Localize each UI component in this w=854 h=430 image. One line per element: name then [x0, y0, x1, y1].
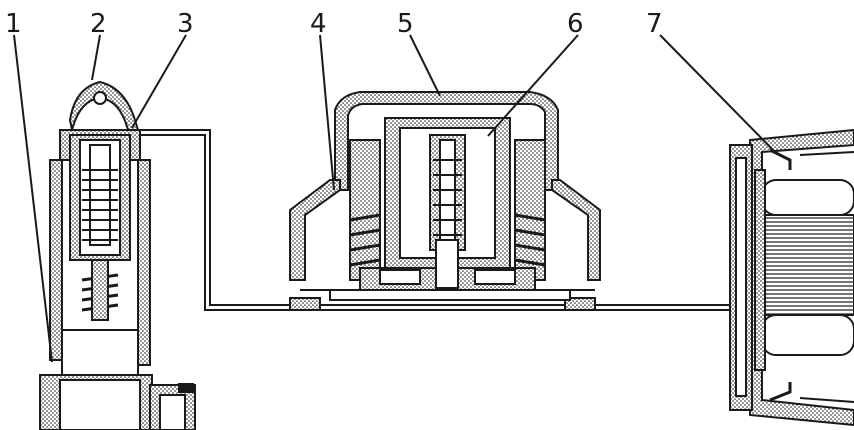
- callout-7: 7: [646, 9, 663, 39]
- capillary-tube: [128, 129, 750, 311]
- actuator-right: [729, 128, 854, 427]
- callout-1: 1: [5, 9, 22, 39]
- leader-line-5: [409, 34, 441, 97]
- callout-4: 4: [310, 9, 327, 39]
- valve-body-left: [39, 80, 196, 430]
- callout-5: 5: [397, 9, 414, 39]
- leader-line-7: [659, 34, 776, 153]
- leader-line-3: [131, 34, 187, 129]
- leader-line-2: [91, 34, 101, 81]
- leader-lines: [13, 34, 776, 363]
- callout-3: 3: [177, 9, 194, 39]
- leader-line-4: [319, 34, 335, 191]
- callout-2: 2: [90, 9, 107, 39]
- thermostatic-head-middle: [289, 91, 601, 311]
- leader-line-6: [487, 34, 579, 137]
- callout-6: 6: [567, 9, 584, 39]
- leader-line-1: [13, 34, 53, 363]
